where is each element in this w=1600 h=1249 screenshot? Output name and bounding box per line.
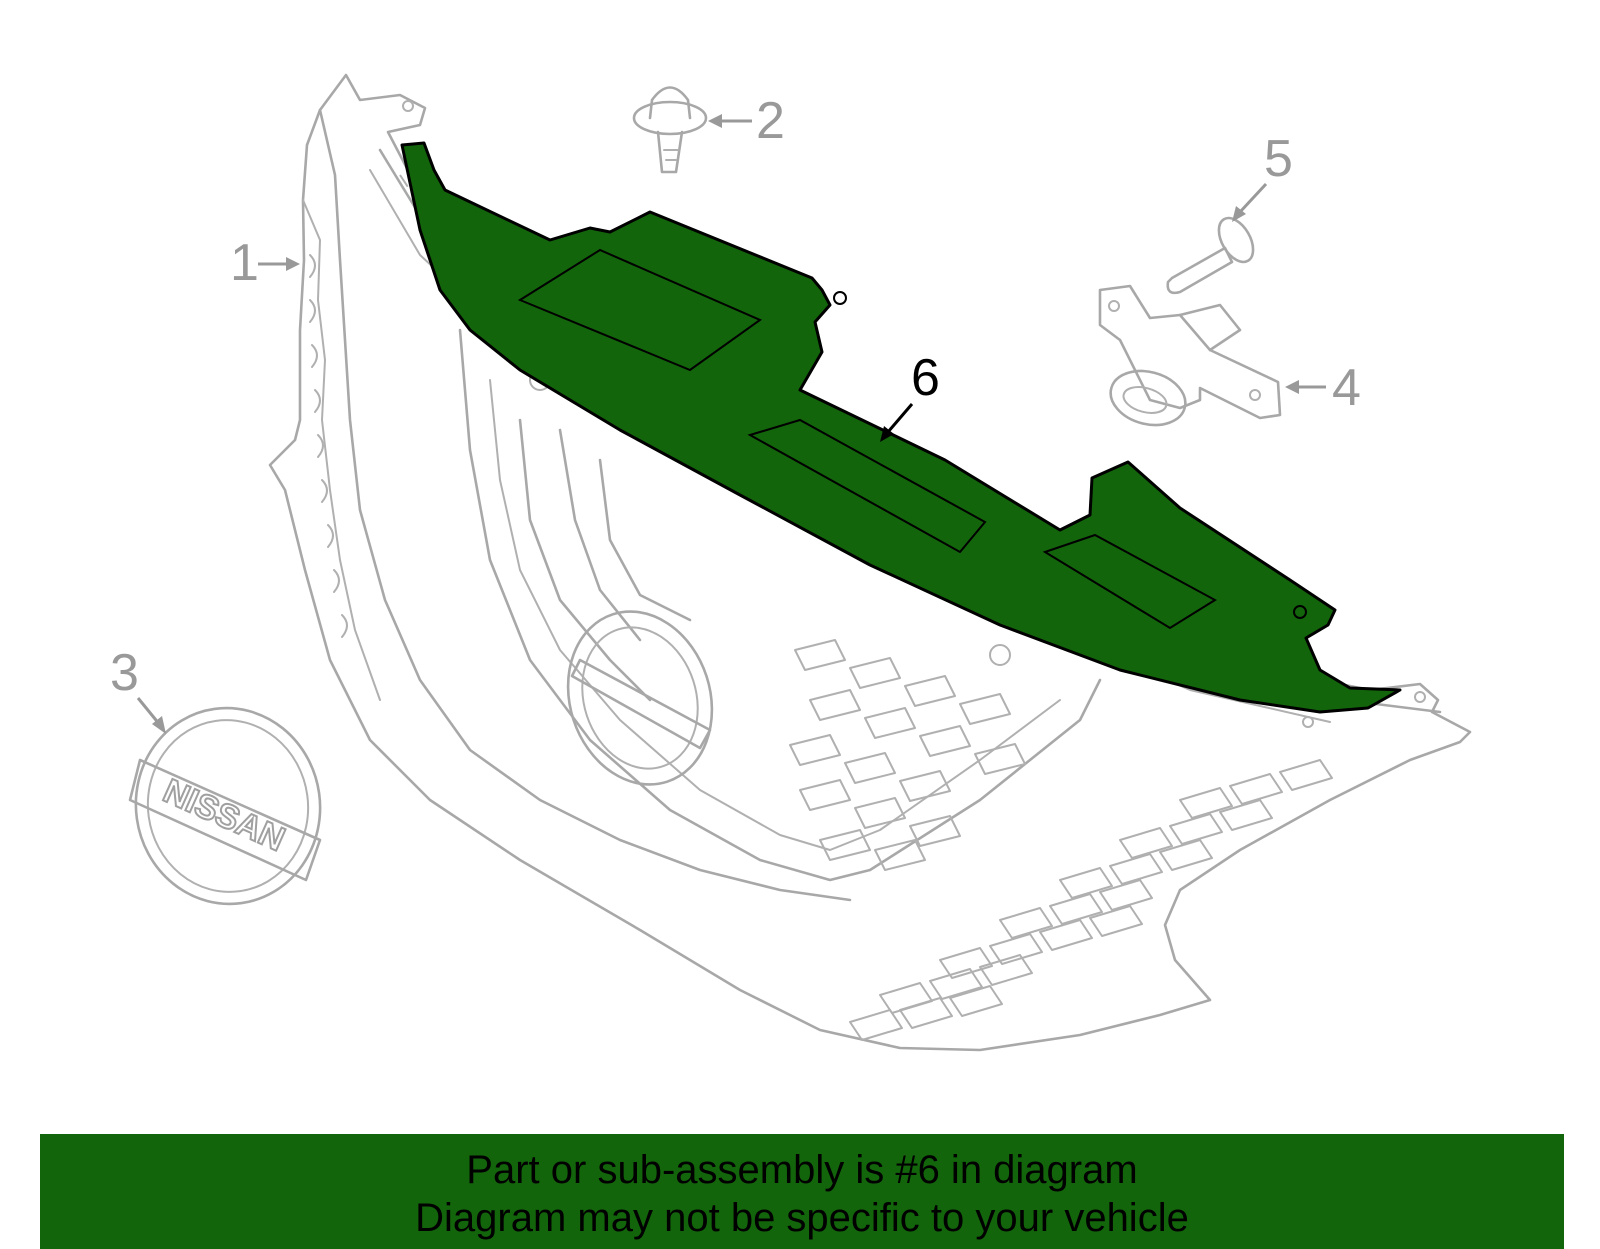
info-banner: Part or sub-assembly is #6 in diagram Di… [40, 1134, 1564, 1249]
part-4-bracket [1098, 284, 1282, 427]
callout-5: 5 [1232, 130, 1293, 222]
svg-text:6: 6 [911, 349, 940, 407]
callout-4: 4 [1285, 359, 1361, 417]
svg-text:5: 5 [1264, 130, 1293, 188]
svg-text:3: 3 [110, 644, 139, 702]
svg-text:4: 4 [1332, 359, 1361, 417]
callout-6: 6 [880, 349, 940, 442]
callout-1: 1 [230, 234, 300, 292]
banner-line-2: Diagram may not be specific to your vehi… [415, 1196, 1189, 1240]
emblem-text: NISSAN [158, 772, 291, 859]
svg-text:2: 2 [756, 92, 785, 150]
part-3-emblem: NISSAN [128, 706, 322, 906]
part-2-clip [632, 86, 708, 174]
banner-line-1: Part or sub-assembly is #6 in diagram [466, 1148, 1138, 1192]
grille-mesh [789, 639, 1026, 871]
callout-3: 3 [110, 644, 166, 734]
part-5-bolt [1166, 216, 1255, 295]
lower-grille-mesh [849, 759, 1333, 1041]
svg-text:1: 1 [230, 234, 259, 292]
part-6-upper-cover [400, 141, 1402, 714]
callout-2: 2 [708, 92, 785, 150]
